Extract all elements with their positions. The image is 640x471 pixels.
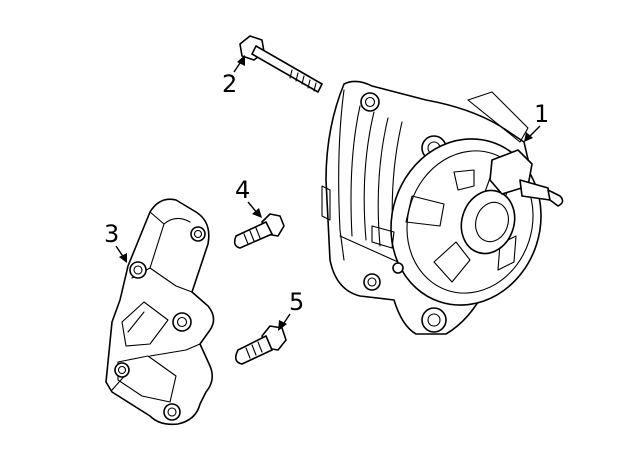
- arrowhead: [524, 132, 533, 142]
- callout-2: 2: [222, 55, 245, 98]
- callout-number: 4: [235, 176, 250, 204]
- callout-1: 1: [524, 100, 549, 142]
- bolt-upper: [233, 213, 285, 249]
- arrowhead: [237, 55, 245, 66]
- callout-3: 3: [104, 220, 127, 263]
- bolt-lower: [234, 325, 287, 365]
- mounting-bracket: [105, 198, 215, 426]
- callout-number: 3: [104, 220, 119, 248]
- alternator: [321, 80, 564, 335]
- callout-5: 5: [278, 288, 304, 331]
- arrowhead: [252, 208, 262, 218]
- callout-4: 4: [235, 176, 262, 218]
- callout-number: 1: [534, 100, 549, 128]
- arrowhead: [278, 320, 287, 331]
- arrowhead: [119, 253, 127, 263]
- long-bolt: [239, 35, 323, 93]
- callout-number: 2: [222, 70, 237, 98]
- callout-number: 5: [289, 288, 304, 316]
